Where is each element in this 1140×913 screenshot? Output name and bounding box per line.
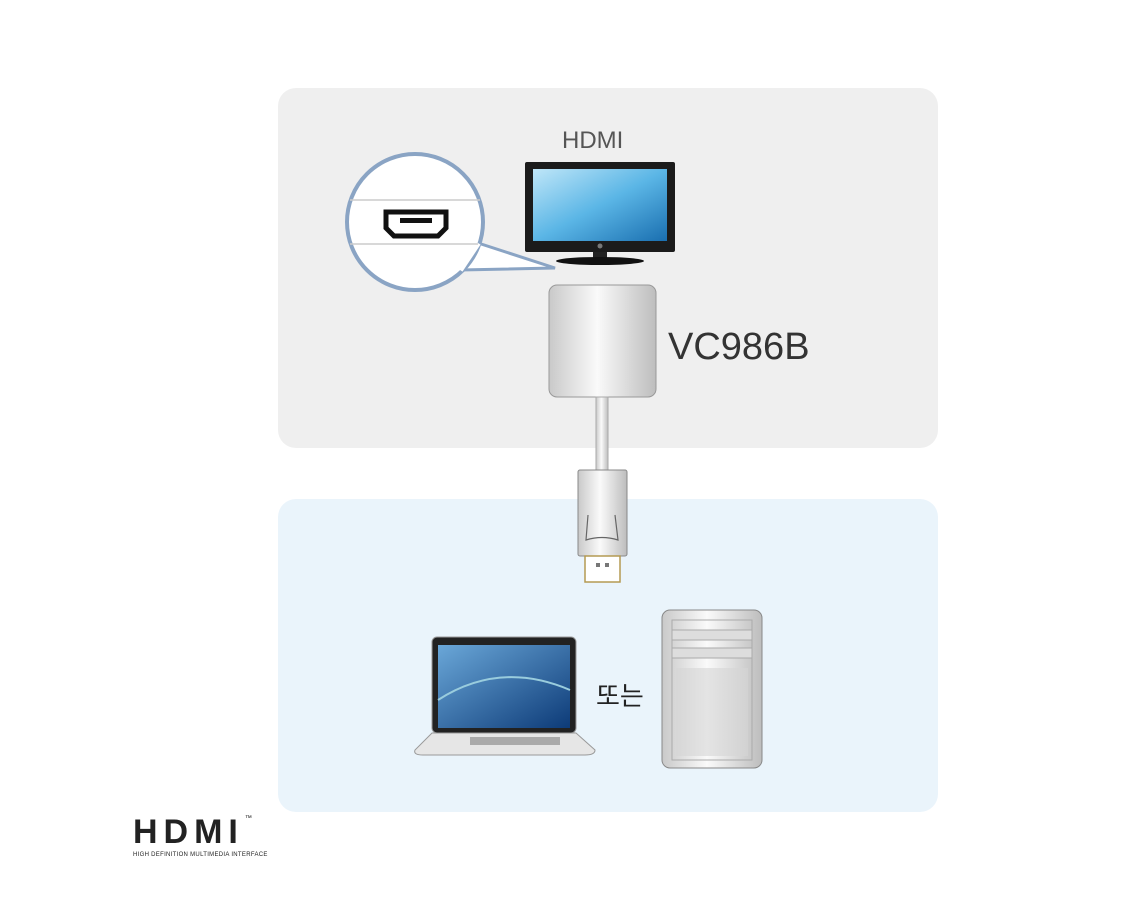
hdmi-logo-row: HDMI ™ [133,814,252,850]
tv-monitor-icon [525,162,675,265]
hdmi-port-magnifier [345,152,556,292]
desktop-tower-icon [661,609,763,769]
trademark-symbol: ™ [244,815,252,822]
hdmi-port-icon [383,209,449,239]
displayport-connector-icon [584,555,621,583]
hdmi-logo-wordmark: HDMI [133,813,244,851]
or-label: 또는 [596,681,644,711]
laptop-icon [414,636,596,756]
model-label: VC986B [668,326,810,368]
hdmi-logo: HDMI ™ HIGH DEFINITION MULTIMEDIA INTERF… [133,814,268,859]
vc986b-adapter [548,284,657,583]
hdmi-logo-tagline: HIGH DEFINITION MULTIMEDIA INTERFACE [133,852,268,858]
hdmi-display-label: HDMI [562,127,624,154]
